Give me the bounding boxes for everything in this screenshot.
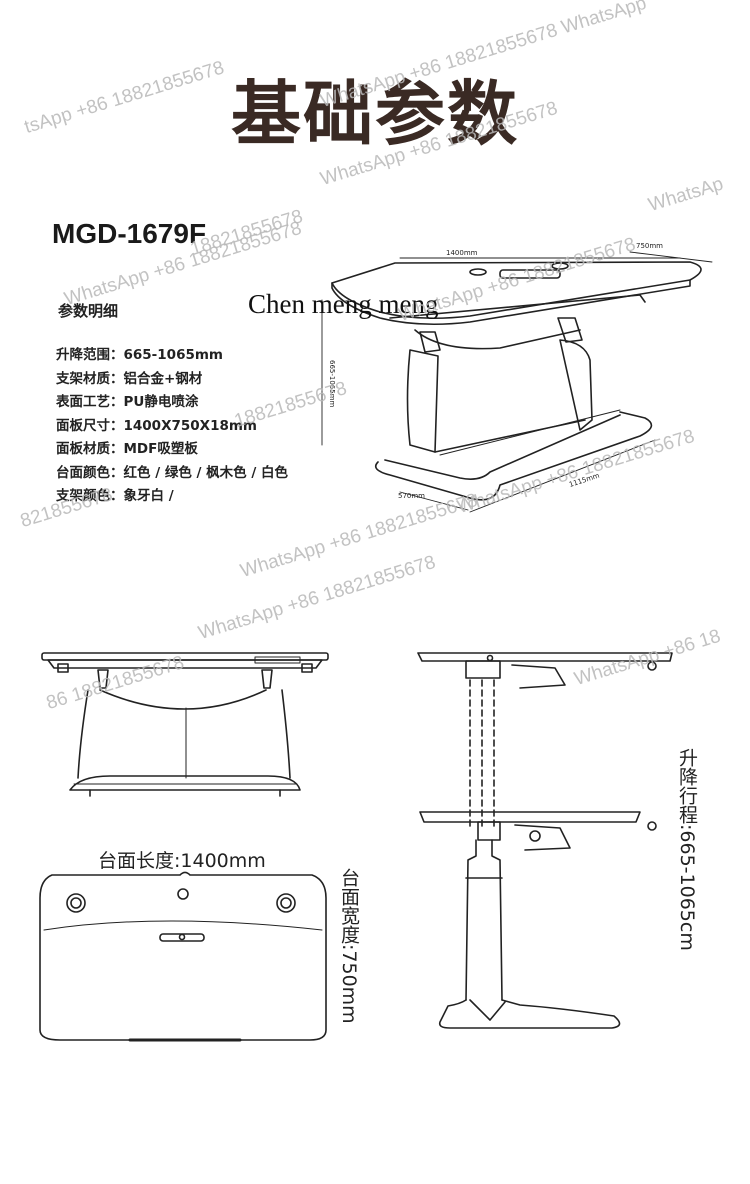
spec-item: 支架颜色：象牙白 /	[56, 488, 174, 504]
page-title: 基础参数	[231, 73, 519, 155]
perspective-desk-drawing	[321, 251, 713, 513]
section-title: 参数明细	[58, 302, 119, 320]
spec-item: 升降范围：665-1065mm	[56, 347, 223, 363]
dim-1400: 1400mm	[446, 249, 478, 257]
dim-570: 570mm	[398, 492, 425, 500]
spec-item: 表面工艺：PU静电喷涂	[56, 394, 199, 410]
side-elevation-drawing	[417, 652, 673, 1029]
spec-item: 面板尺寸：1400X750X18mm	[56, 417, 257, 434]
top-view-drawing	[39, 871, 327, 1042]
model-number: MGD-1679F	[52, 218, 207, 249]
caption-length: 台面长度:1400mm	[98, 850, 266, 872]
caption-width: 台面宽度:750mm	[338, 868, 360, 1024]
spec-item: 支架材质：铝合金+钢材	[56, 370, 203, 387]
spec-item: 台面颜色：红色 / 绿色 / 枫木色 / 白色	[56, 464, 288, 481]
overlay-name-text: Chen meng meng	[248, 289, 439, 319]
spec-item: 面板材质：MDF吸塑板	[56, 441, 198, 457]
dim-height: 665-1065mm	[328, 360, 336, 408]
dim-750: 750mm	[636, 242, 663, 250]
front-elevation-drawing	[41, 652, 329, 797]
caption-lift: 升降行程:665-1065cm	[676, 748, 698, 951]
spec-list: 升降范围：665-1065mm 支架材质：铝合金+钢材 表面工艺：PU静电喷涂 …	[56, 343, 288, 508]
